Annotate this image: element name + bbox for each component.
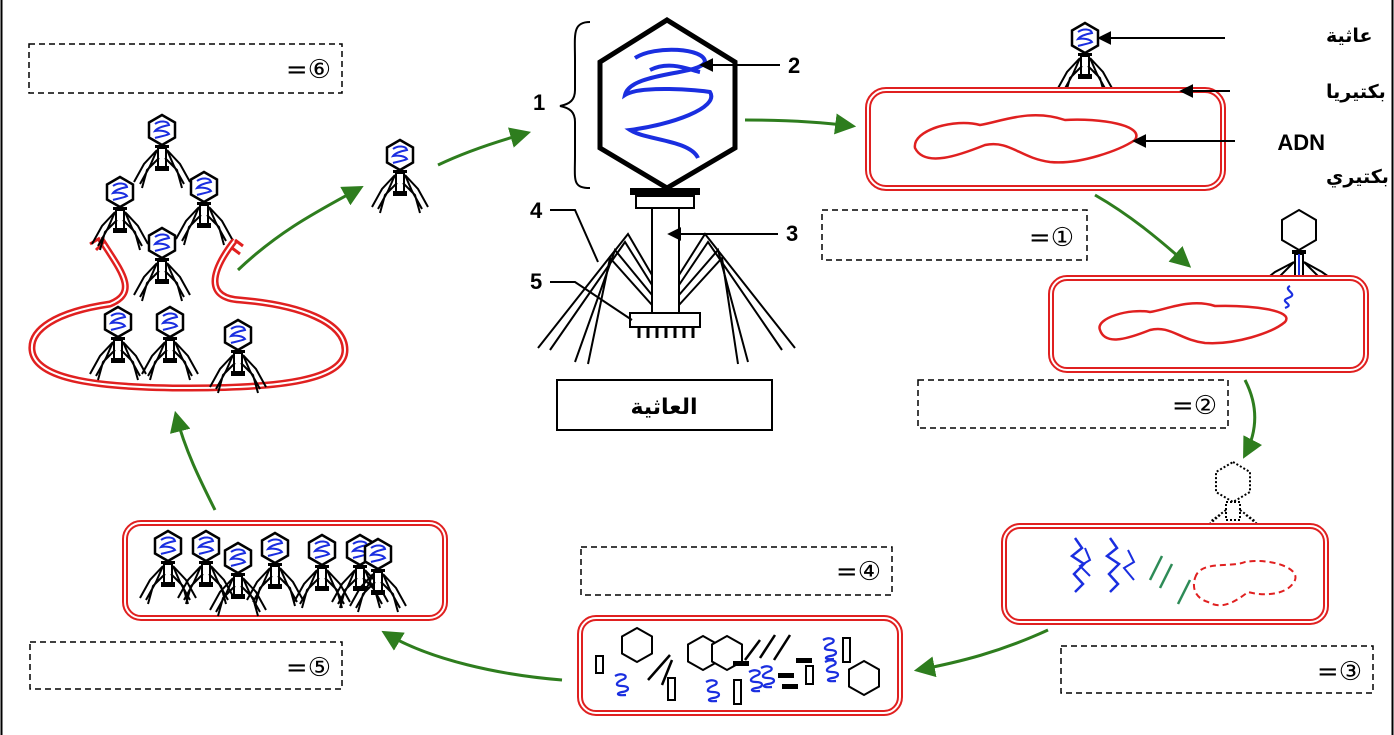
blank-1[interactable]: =①	[821, 209, 1088, 261]
legend-phage: عاثية	[1326, 25, 1373, 47]
blank-6-marker: =⑥	[286, 55, 331, 85]
stage-attachment	[865, 21, 1226, 191]
stage-synthesis	[577, 615, 903, 716]
blank-2-marker: =②	[1172, 391, 1217, 421]
blank-1-marker: =①	[1029, 223, 1074, 253]
title-box	[556, 379, 773, 431]
label-5: 5	[530, 269, 542, 294]
label-3: 3	[786, 221, 798, 246]
stage-replication	[1001, 460, 1329, 625]
blank-4[interactable]: =④	[580, 546, 893, 596]
blank-6[interactable]: =⑥	[28, 43, 343, 94]
blank-5[interactable]: =⑤	[29, 641, 343, 690]
label-2: 2	[788, 53, 800, 78]
center-title: العاثية	[630, 395, 697, 420]
cycle-arrows	[170, 113, 1263, 682]
blank-4-marker: =④	[836, 557, 881, 587]
blank-5-marker: =⑤	[286, 653, 331, 683]
stage-injection	[1048, 208, 1369, 373]
legend-dna-bacterial: بكتيري	[1326, 166, 1389, 189]
released-phage	[370, 138, 430, 215]
label-1: 1	[533, 90, 545, 115]
blank-3[interactable]: =③	[1060, 645, 1374, 694]
stage-lysis	[28, 113, 349, 395]
blank-3-marker: =③	[1317, 657, 1362, 687]
legend-bacterium: بكتيريا	[1326, 81, 1386, 103]
label-4: 4	[530, 198, 543, 223]
blank-2[interactable]: =②	[917, 379, 1229, 429]
stage-maturation	[122, 520, 448, 621]
labelled-phage	[537, 17, 796, 365]
legend-dna: ADN	[1277, 130, 1325, 155]
